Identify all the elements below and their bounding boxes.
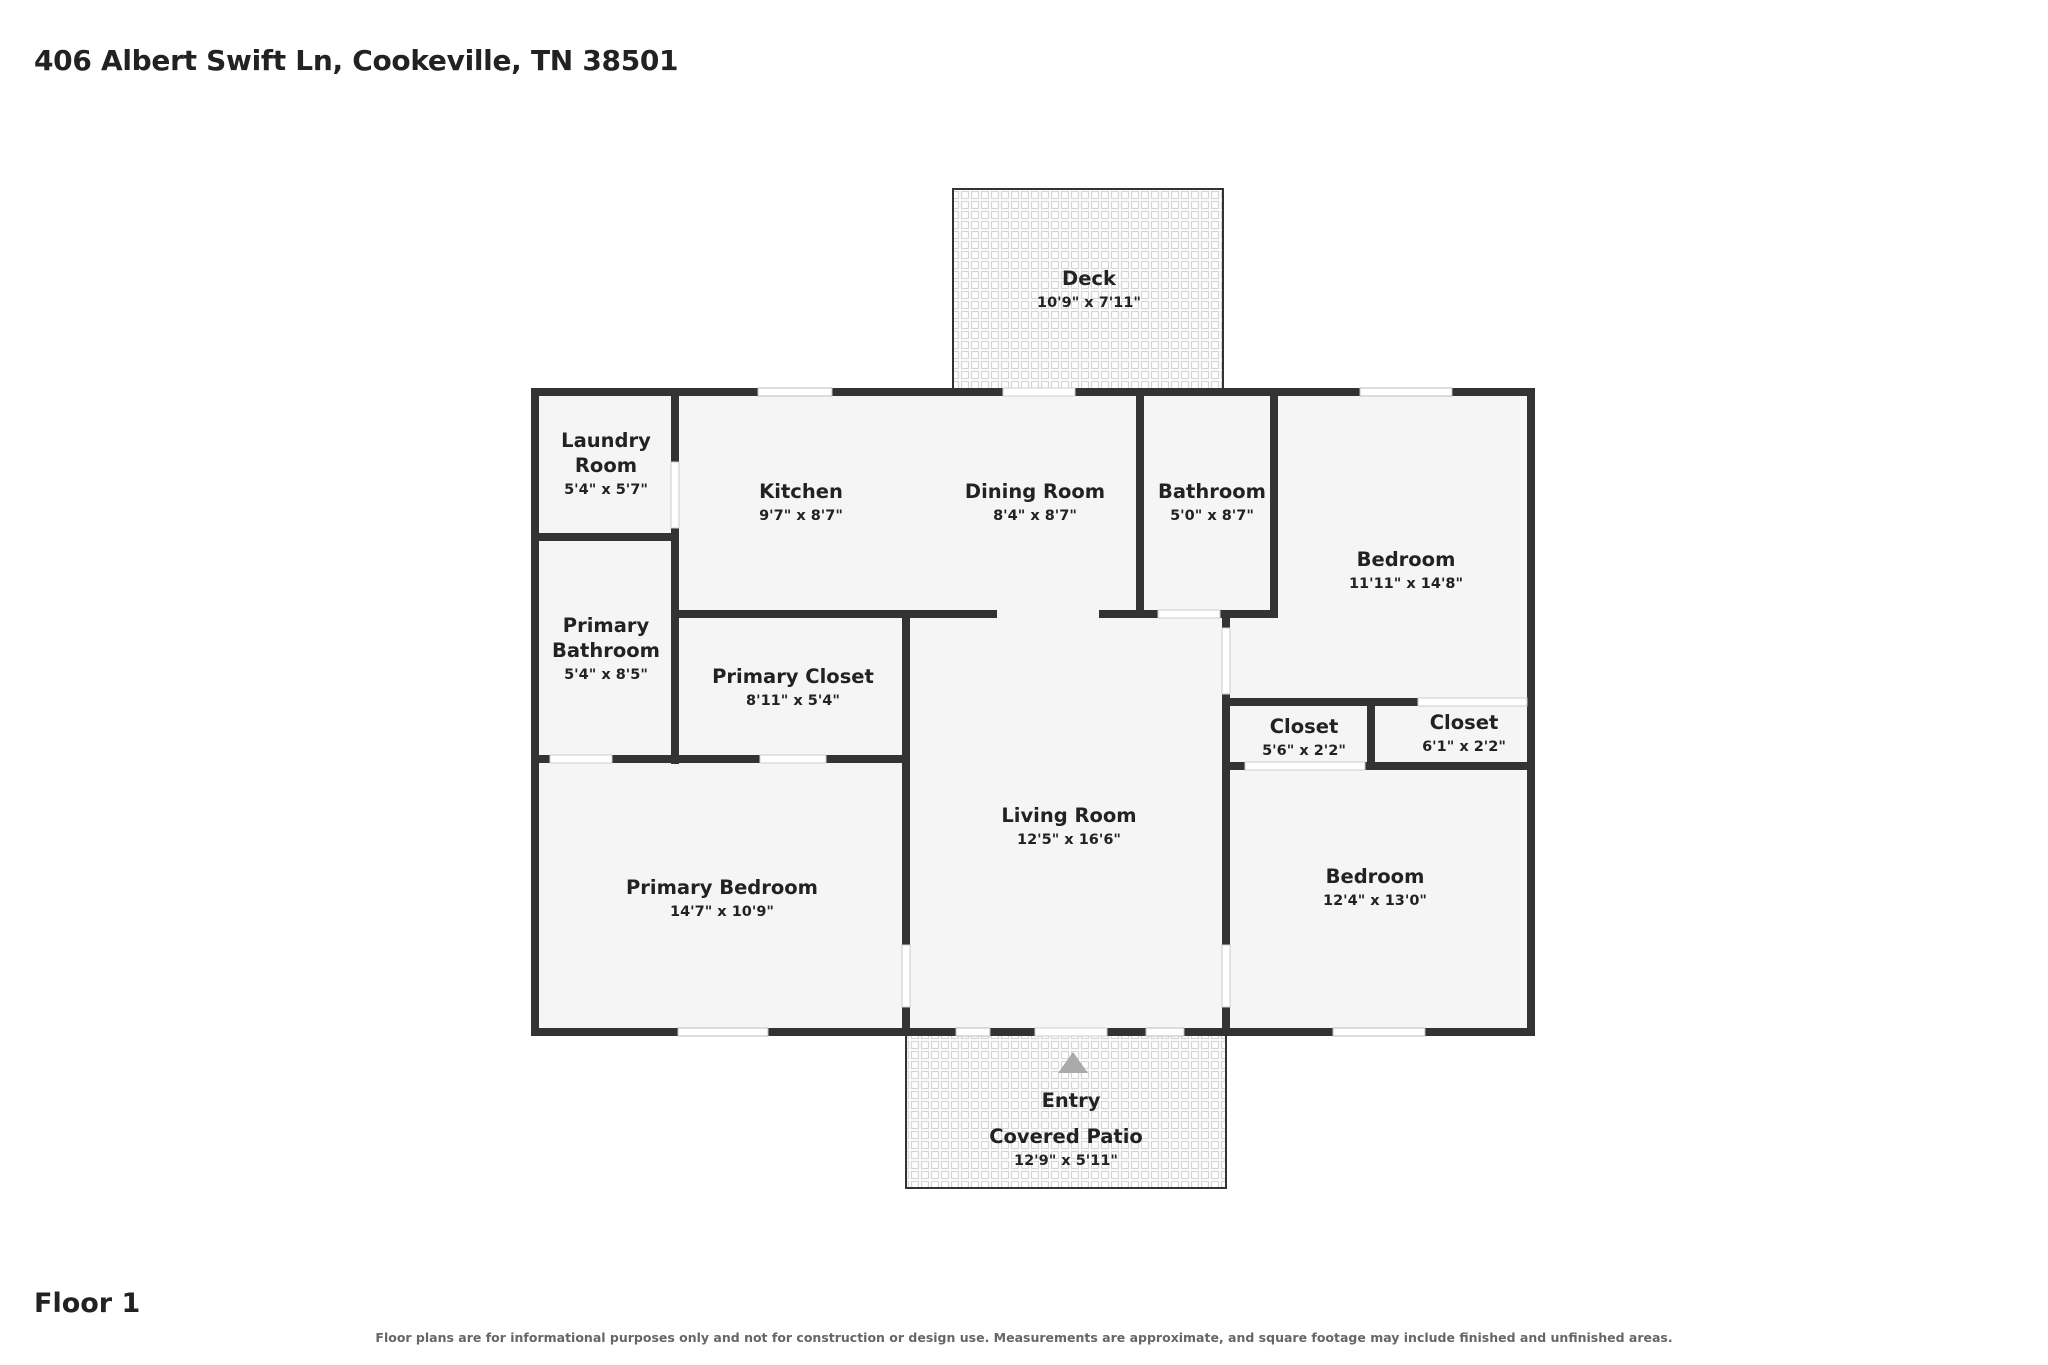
- primary-bath-door: [549, 754, 613, 764]
- room-name: Primary: [563, 614, 650, 637]
- room-name: Dining Room: [965, 480, 1105, 503]
- window: [677, 1027, 769, 1037]
- room-name: Bedroom: [1326, 865, 1425, 888]
- entry-door: [1034, 1027, 1108, 1037]
- room-dims: 8'11" x 5'4": [746, 693, 840, 709]
- room-name: Primary Bedroom: [626, 876, 818, 899]
- window: [1359, 387, 1453, 397]
- room-name: Laundry: [561, 429, 651, 452]
- room-dims: 6'1" x 2'2": [1422, 739, 1506, 755]
- primary-closet-door: [759, 754, 827, 764]
- room-name: Primary Closet: [712, 665, 874, 688]
- room-name: Deck: [1062, 267, 1117, 290]
- entry-arrow-icon: [1058, 1052, 1088, 1073]
- room-labels: Deck 10'9" x 7'11" Laundry Room 5'4" x 5…: [552, 267, 1506, 1169]
- property-address: 406 Albert Swift Ln, Cookeville, TN 3850…: [34, 44, 679, 77]
- room-dims: 5'4" x 8'5": [564, 667, 648, 683]
- room-name: Closet: [1270, 715, 1339, 738]
- openings: [549, 387, 1528, 1037]
- room-dims: 5'6" x 2'2": [1262, 743, 1346, 759]
- room-name: Covered Patio: [989, 1125, 1143, 1148]
- bedroom-se-door: [1221, 944, 1231, 1008]
- room-dims: 14'7" x 10'9": [670, 904, 774, 920]
- room-dims: 12'9" x 5'11": [1014, 1153, 1118, 1169]
- window: [1145, 1027, 1185, 1037]
- room-name: Living Room: [1001, 804, 1136, 827]
- room-name: Room: [575, 454, 637, 477]
- closet-door: [1417, 697, 1528, 707]
- window: [955, 1027, 991, 1037]
- window: [757, 387, 833, 397]
- room-name: Entry: [1042, 1089, 1101, 1112]
- room-name: Bathroom: [552, 639, 660, 662]
- room-name: Kitchen: [759, 480, 843, 503]
- disclaimer: Floor plans are for informational purpos…: [375, 1330, 1673, 1345]
- room-dims: 12'4" x 13'0": [1323, 893, 1427, 909]
- room-dims: 8'4" x 8'7": [993, 508, 1077, 524]
- room-name: Closet: [1430, 711, 1499, 734]
- room-dims: 11'11" x 14'8": [1349, 576, 1463, 592]
- bedroom-ne-door: [1221, 627, 1231, 695]
- deck-area: [952, 188, 1224, 390]
- room-dims: 5'0" x 8'7": [1170, 508, 1254, 524]
- primary-bedroom-door: [901, 944, 911, 1008]
- laundry-door: [670, 461, 680, 529]
- room-dims: 9'7" x 8'7": [759, 508, 843, 524]
- window: [1332, 1027, 1426, 1037]
- bathroom-door: [1157, 609, 1221, 619]
- room-dims: 10'9" x 7'11": [1037, 295, 1141, 311]
- interior-floor: [535, 392, 1531, 1032]
- room-dims: 12'5" x 16'6": [1017, 832, 1121, 848]
- room-name: Bathroom: [1158, 480, 1266, 503]
- floor-label: Floor 1: [34, 1288, 141, 1319]
- room-name: Bedroom: [1357, 548, 1456, 571]
- room-dims: 5'4" x 5'7": [564, 482, 648, 498]
- deck-door: [1002, 387, 1076, 397]
- closet-door: [1244, 761, 1366, 771]
